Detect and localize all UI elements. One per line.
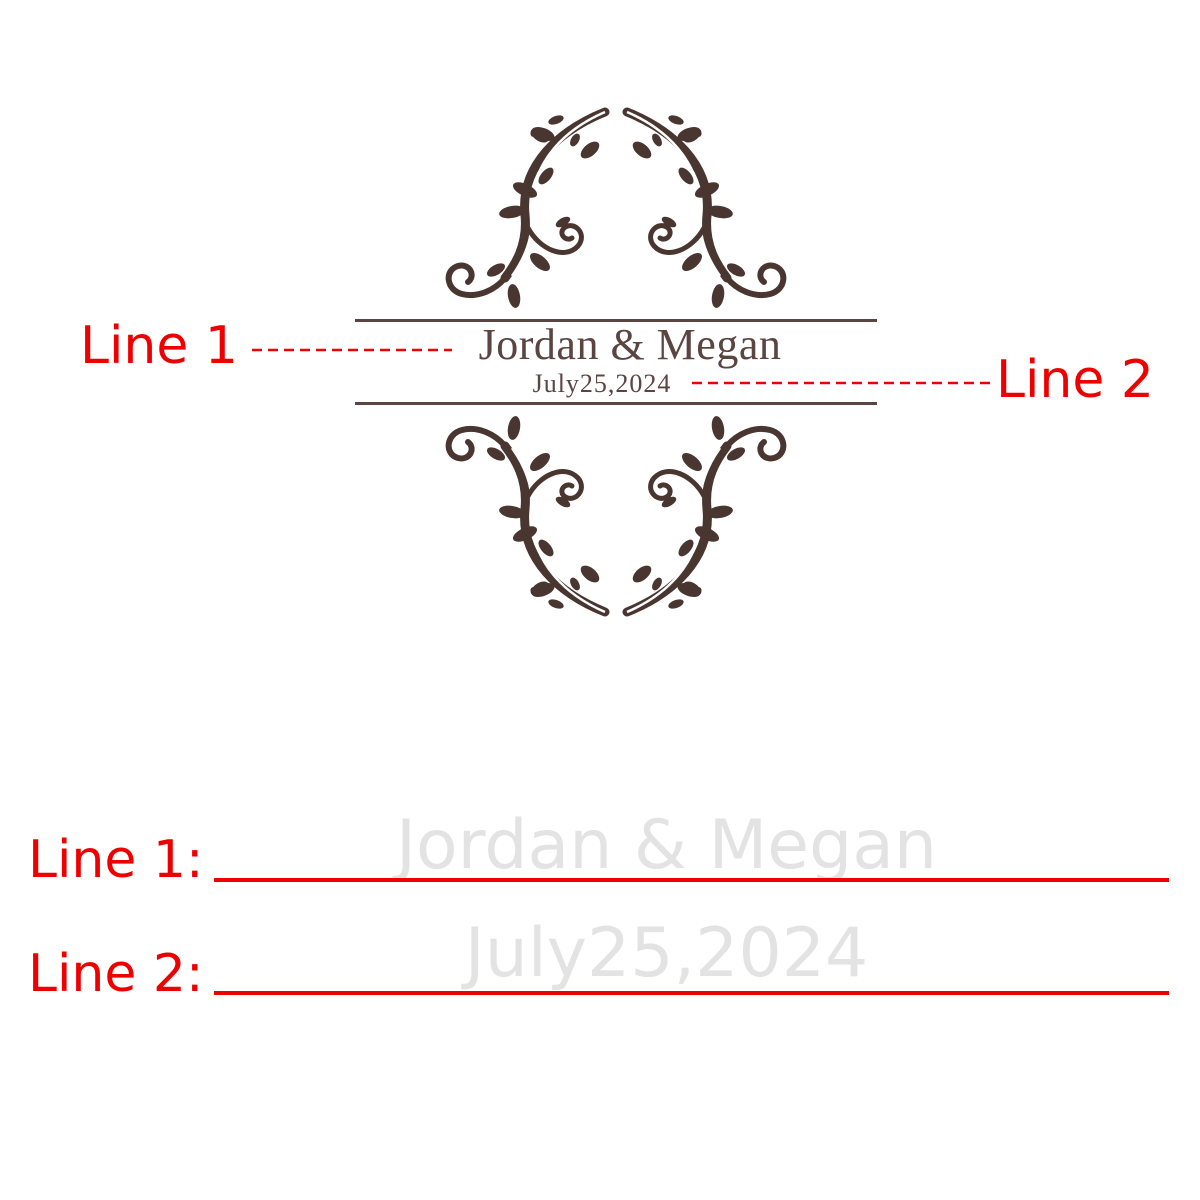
line1-field-value[interactable]: Jordan & Megan: [395, 806, 938, 885]
banner-bottom-rule: [355, 402, 877, 405]
line2-field-value[interactable]: July25,2024: [464, 914, 869, 993]
line1-field-underline: [214, 878, 1169, 882]
vine-bottom-left: [449, 415, 605, 612]
vine-bottom-right: [627, 415, 783, 612]
callout-line2-label: Line 2: [996, 350, 1154, 410]
line2-field-label: Line 2:: [28, 944, 204, 1004]
line2-field-underline: [214, 991, 1169, 995]
banner-top-rule: [355, 319, 877, 322]
vine-frame-graphic: [252, 0, 994, 640]
monogram-line2-text: July25,2024: [532, 369, 672, 398]
vine-top-right: [627, 112, 783, 309]
line1-field-label: Line 1:: [28, 830, 204, 890]
callout-line1-label: Line 1: [80, 316, 238, 376]
monogram-line1-text: Jordan & Megan: [478, 320, 782, 369]
vine-top-left: [449, 112, 605, 309]
monogram-design: Jordan & Megan July25,2024: [252, 0, 994, 640]
